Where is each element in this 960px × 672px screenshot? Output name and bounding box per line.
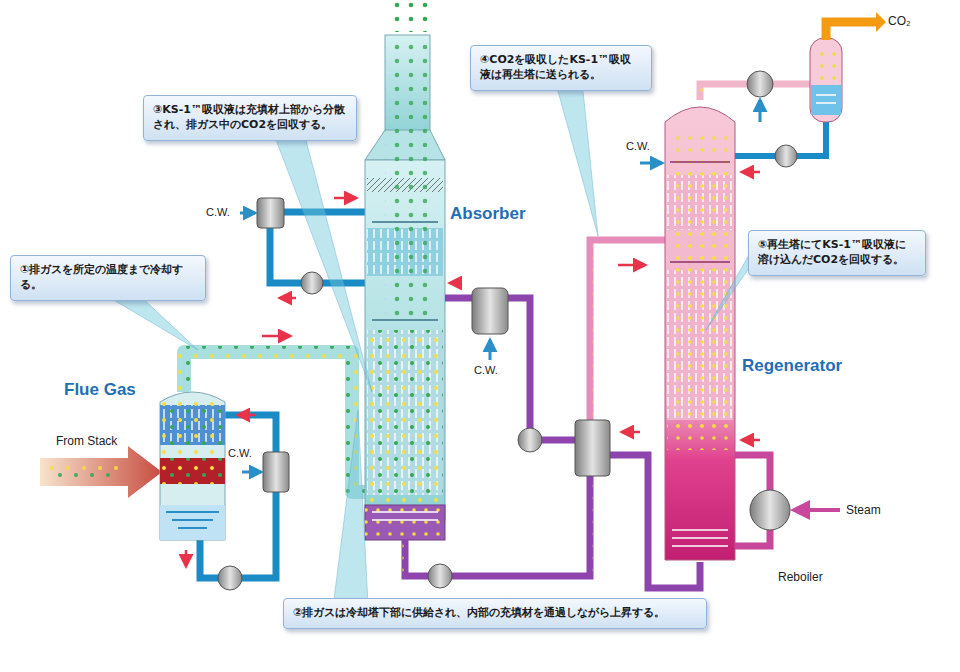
lean-solvent-line-part xyxy=(622,431,640,434)
overhead-condenser-loop-part xyxy=(759,100,762,122)
regenerator-tower-part xyxy=(665,107,735,560)
callout-box: ③KS-1™吸収液は充填材上部から分散され、排ガス中のCO2を回収する。 xyxy=(143,95,357,141)
absorber-wash-loop-part xyxy=(257,198,284,228)
rich-solvent-line-part xyxy=(590,240,665,420)
absorber-wash-loop-part xyxy=(280,297,296,300)
absorber-tower-part xyxy=(367,330,443,505)
absorber-tower-part xyxy=(388,2,428,32)
unit-name: Regenerator xyxy=(742,356,842,376)
cooling-water-loop-part xyxy=(218,566,242,590)
unit-name: Flue Gas xyxy=(64,380,136,400)
callout-text: ①排ガスを所定の温度まで冷却する。 xyxy=(20,262,196,292)
absorber-wash-loop-part xyxy=(301,272,323,294)
reboiler-loop-part xyxy=(750,490,790,530)
cooling-water-loop-part xyxy=(242,471,261,474)
absorber-wash-loop-part xyxy=(240,212,255,215)
regenerator-tower-part xyxy=(672,530,728,546)
callout-pointer xyxy=(334,410,368,600)
lean-solvent-line-part xyxy=(472,288,508,334)
lean-solvent-line-part xyxy=(489,340,492,360)
stream-label: From Stack xyxy=(56,434,117,448)
cooling-tower xyxy=(160,392,225,540)
flue-gas-duct xyxy=(184,336,366,492)
stream-label: Steam xyxy=(846,503,881,517)
rich-solvent-line xyxy=(405,240,665,588)
cooling-water-loop-part xyxy=(185,550,188,566)
cooling-tower-part xyxy=(166,512,219,528)
overhead-condenser-loop-part xyxy=(775,145,797,167)
cooling-tower-part xyxy=(160,505,225,540)
unit-name: Absorber xyxy=(450,204,526,224)
rich-solvent-line-part xyxy=(405,476,590,576)
reboiler-loop-part xyxy=(735,455,770,492)
flue-gas-duct-part xyxy=(184,352,366,492)
reboiler-loop-part xyxy=(735,528,770,546)
regenerator-tower-part xyxy=(670,162,730,262)
reboiler-loop xyxy=(735,440,840,546)
callout-pointer xyxy=(706,253,750,330)
overhead-condenser-loop-part xyxy=(826,22,880,40)
overhead-condenser-loop-part xyxy=(816,95,836,103)
regenerator-tower xyxy=(665,107,735,560)
callout-box: ②排ガスは冷却塔下部に供給され、内部の充填材を通過しながら上昇する。 xyxy=(283,598,707,629)
callout-pointer xyxy=(276,139,372,392)
cooling-water-label: C.W. xyxy=(206,206,230,219)
cooling-tower-part xyxy=(160,400,225,455)
callout-text: ②排ガスは冷却塔下部に供給され、内部の充填材を通過しながら上昇する。 xyxy=(293,605,697,620)
cooling-tower-part xyxy=(160,458,225,484)
rich-solvent-line-part xyxy=(590,240,665,420)
cooling-water-loop-part xyxy=(263,452,289,492)
cooling-tower-part xyxy=(160,458,225,484)
stack-inlet-arrow xyxy=(40,446,162,498)
callout-box: ④CO2を吸収したKS-1™吸収液は再生塔に送られる。 xyxy=(470,45,652,91)
overhead-condenser-loop xyxy=(640,12,886,172)
lean-solvent-line-part xyxy=(518,428,542,452)
callout-pointer xyxy=(112,299,198,350)
equipment-label: Reboiler xyxy=(778,570,823,584)
cooling-water-loop-part xyxy=(238,414,255,417)
callout-pointer xyxy=(557,89,598,236)
stack-inlet-arrow-part xyxy=(40,446,162,498)
overhead-condenser-loop-part xyxy=(811,85,841,115)
overhead-condenser-loop-part xyxy=(640,162,662,165)
cooling-tower-part xyxy=(160,392,225,540)
callout-text: ④CO2を吸収したKS-1™吸収液は再生塔に送られる。 xyxy=(480,52,642,82)
regenerator-tower-part xyxy=(667,130,733,450)
rich-solvent-line-part xyxy=(405,476,590,576)
callout-box: ①排ガスを所定の温度まで冷却する。 xyxy=(10,255,206,301)
absorber-wash-loop-part xyxy=(334,197,356,200)
absorber-tower xyxy=(365,2,445,540)
lean-solvent-line-part xyxy=(450,282,462,285)
reboiler-loop-part xyxy=(794,508,840,512)
reboiler-loop-part xyxy=(742,439,760,442)
absorber-wash-loop xyxy=(240,198,365,298)
stack-inlet-arrow-part xyxy=(50,462,120,482)
overhead-condenser-loop-part xyxy=(742,171,760,174)
callout-text: ③KS-1™吸収液は充填材上部から分散され、排ガス中のCO2を回収する。 xyxy=(153,102,347,132)
cooling-water-label: C.W. xyxy=(474,364,498,377)
flue-gas-duct-part xyxy=(262,335,290,338)
absorber-tower-part xyxy=(372,222,438,320)
overhead-condenser-loop-part xyxy=(747,71,773,97)
cooling-water-label: C.W. xyxy=(228,447,252,460)
overhead-condenser-loop-part xyxy=(812,44,840,80)
rich-solvent-line-part xyxy=(575,420,610,476)
lean-solvent-line-part xyxy=(445,298,575,440)
flue-gas-duct-part xyxy=(184,352,366,492)
absorber-tower-part xyxy=(365,505,445,540)
callout-box: ⑤再生塔にてKS-1™吸収液に溶け込んだCO2を回収する。 xyxy=(748,230,926,276)
cooling-water-label: C.W. xyxy=(626,140,650,153)
absorber-tower-part xyxy=(372,512,438,520)
absorber-tower-part xyxy=(385,40,430,320)
rich-solvent-line-part xyxy=(428,564,452,588)
absorber-tower-part xyxy=(365,505,445,540)
product-label: CO₂ xyxy=(888,14,911,28)
overhead-condenser-loop-part xyxy=(876,12,886,32)
callout-text: ⑤再生塔にてKS-1™吸収液に溶け込んだCO2を回収する。 xyxy=(758,237,916,267)
lean-solvent-line xyxy=(445,283,700,588)
overhead-condenser-loop-part xyxy=(810,38,842,122)
rich-solvent-line-part xyxy=(618,264,645,267)
